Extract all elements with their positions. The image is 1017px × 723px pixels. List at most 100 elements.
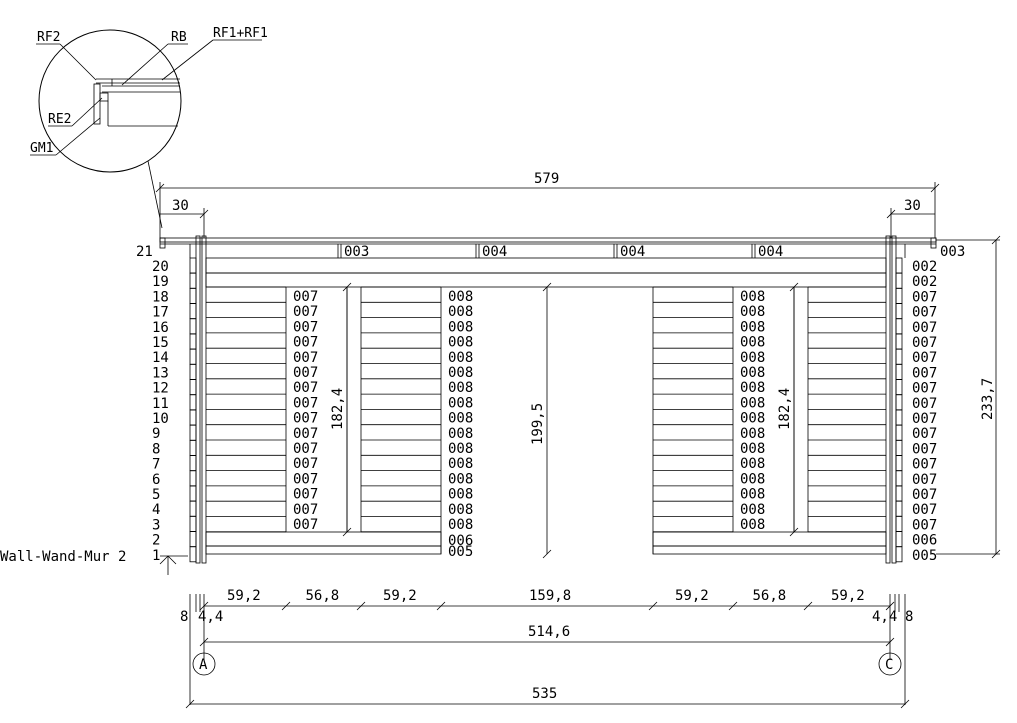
row-number: 13 [152,365,169,381]
row-number: 2 [152,533,160,549]
row-number: 6 [152,472,160,488]
row-number: 12 [152,381,169,397]
dim-segment: 59,2 [383,588,417,604]
detail-label-rb: RB [171,30,187,45]
row-number: 4 [152,502,160,518]
opening-code: 007 [293,441,318,457]
row-number: 19 [152,274,169,290]
row-number: 20 [152,259,169,275]
opening-code: 007 [293,380,318,396]
opening-code: 008 [740,426,765,442]
row-code: 007 [912,411,937,427]
row-number: 11 [152,396,169,412]
row-code: 007 [912,396,937,412]
dim-outer-span: 535 [532,686,557,702]
opening-code: 008 [448,471,473,487]
row-code: 007 [912,289,937,305]
opening-code: 007 [293,289,318,305]
row-code: 007 [912,502,937,518]
dim-right-inner: 4,4 [872,609,897,625]
opening-code: 008 [740,456,765,472]
opening-code: 008 [448,411,473,427]
opening-code: 008 [448,335,473,351]
row-number: 15 [152,335,169,351]
opening-code: 008 [740,411,765,427]
opening-code: 007 [293,319,318,335]
opening-code: 007 [293,502,318,518]
detail-label-rf2: RF2 [37,30,60,45]
opening-code: 008 [448,426,473,442]
roof-beam-code-1: 003 [344,244,369,260]
row-code: 005 [912,548,937,564]
axis-marker-c [878,652,902,676]
dim-segment: 59,2 [227,588,261,604]
row-code: 007 [912,350,937,366]
detail-label-re2: RE2 [48,112,71,127]
row-code: 007 [912,441,937,457]
dim-segment: 56,8 [306,588,340,604]
wall-label-group: Wall-Wand-Mur 2 [0,549,188,575]
opening-code: 008 [448,441,473,457]
opening-code: 008 [740,380,765,396]
row-number: 18 [152,289,169,305]
detail-label-gm1: GM1 [30,141,53,156]
opening-code: 008 [448,395,473,411]
opening-code: 008 [740,395,765,411]
opening-code: 008 [740,319,765,335]
opening-code: 007 [293,487,318,503]
row-code: 007 [912,426,937,442]
roof-row-number: 21 [136,244,153,260]
opening-code: 008 [740,441,765,457]
dim-segment: 59,2 [675,588,709,604]
opening-code: 008 [740,304,765,320]
axis-marker-a [192,652,216,676]
row-code: 002 [912,274,937,290]
door-height: 199,5 [530,403,546,445]
right-row-codes: 0020020070070070070070070070070070070070… [912,259,937,564]
row-number: 10 [152,411,169,427]
opening-code: 008 [740,502,765,518]
opening-code: 008 [448,304,473,320]
roof-right-code: 003 [940,244,965,260]
opening-code: 008 [448,319,473,335]
opening-code: 007 [293,471,318,487]
dim-left-edge: 8 [180,609,188,625]
row-number: 7 [152,457,160,473]
opening-code: 007 [293,411,318,427]
opening-code: 007 [293,365,318,381]
wall-label: Wall-Wand-Mur 2 [0,549,126,565]
roof-beam-code-3: 004 [620,244,645,260]
roof-beam-code-4: 004 [758,244,783,260]
opening-code: 008 [448,365,473,381]
axis-label-c: C [885,657,893,673]
dim-right-overhang: 30 [904,198,921,214]
row-code: 006 [912,533,937,549]
opening-code: 007 [293,395,318,411]
opening-code: 008 [740,487,765,503]
row-number: 5 [152,487,160,503]
opening-code: 007 [293,335,318,351]
dim-left-overhang: 30 [172,198,189,214]
row-number: 17 [152,305,169,321]
row-code: 007 [912,335,937,351]
dim-segment: 159,8 [529,588,571,604]
height-dimensions: 182,4 199,5 182,4 233,7 [330,235,1001,559]
dim-segment: 56,8 [753,588,787,604]
row-number: 16 [152,320,169,336]
row-number: 9 [152,426,160,442]
opening-code: 007 [293,304,318,320]
roof-beam-code-2: 004 [482,244,507,260]
row-code: 007 [912,320,937,336]
opening-code: 008 [740,335,765,351]
left-window-height: 182,4 [330,388,346,430]
center-code-006: 006 [448,533,473,549]
row-code: 007 [912,365,937,381]
opening-code: 008 [448,456,473,472]
opening-code: 008 [448,502,473,518]
row-number: 1 [152,548,160,564]
detail-label-rf1-rf1: RF1+RF1 [213,26,268,41]
opening-code: 008 [448,487,473,503]
opening-code: 008 [448,517,473,533]
